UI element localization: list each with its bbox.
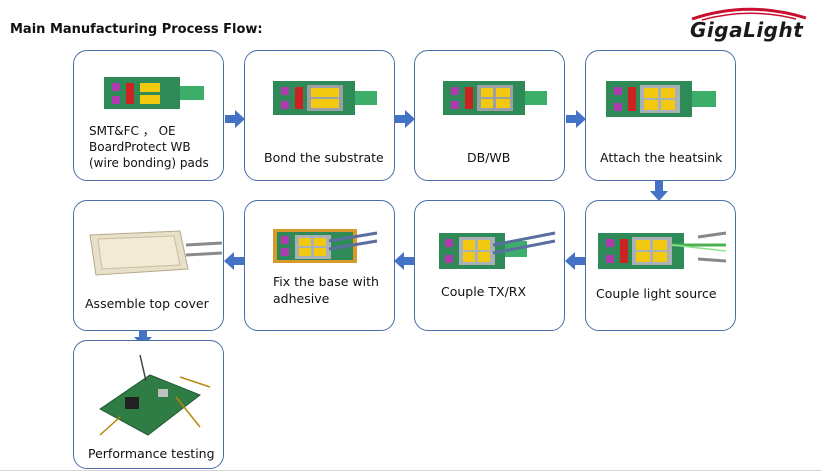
step-7-box: Fix the base with adhesive [244,200,395,331]
die-bond-board-icon [443,81,547,115]
couple-txrx-board-icon [439,231,556,269]
arrow-right-icon [566,110,586,128]
step-5-label: Couple light source [596,286,717,301]
step-6-box: Couple TX/RX [414,200,565,331]
step-6-label: Couple TX/RX [441,284,527,299]
step-8-box: Assemble top cover [73,200,224,331]
step-5-box: Couple light source [585,200,736,331]
adhesive-base-board-icon [273,229,378,263]
step-4-box: Attach the heatsink [585,50,736,181]
arrow-left-icon [565,252,585,270]
step-9-label: Performance testing [88,446,215,461]
step-1-box: SMT&FC ， OE BoardProtect WB (wire bondin… [73,50,224,181]
arrow-right-icon [395,110,415,128]
step-7-label: Fix the base with adhesive [273,274,379,306]
step-2-box: Bond the substrate [244,50,395,181]
logo-text: GigaLight [690,18,804,42]
substrate-board-icon [273,81,377,115]
step-1-label: SMT&FC ， OE BoardProtect WB (wire bondin… [89,124,209,170]
gigalight-logo: GigaLight [682,6,814,46]
logo-swoosh-icon [691,7,807,21]
step-8-label: Assemble top cover [85,296,209,311]
light-source-board-icon [598,231,727,269]
pcb-board-icon [104,77,204,109]
arrow-left-icon [224,252,244,270]
step-9-box: Performance testing [73,340,224,469]
step-3-label: DB/WB [467,150,511,165]
arrow-down-icon [650,181,668,201]
step-3-box: DB/WB [414,50,565,181]
test-board-icon [99,354,211,436]
arrow-right-icon [225,110,245,128]
top-cover-module-icon [89,230,222,276]
page-title: Main Manufacturing Process Flow: [10,22,263,37]
step-2-label: Bond the substrate [264,150,384,165]
arrow-down-icon [134,330,152,346]
heatsink-board-icon [606,81,716,117]
bottom-divider [0,470,821,471]
arrow-left-icon [394,252,414,270]
step-4-label: Attach the heatsink [600,150,723,165]
